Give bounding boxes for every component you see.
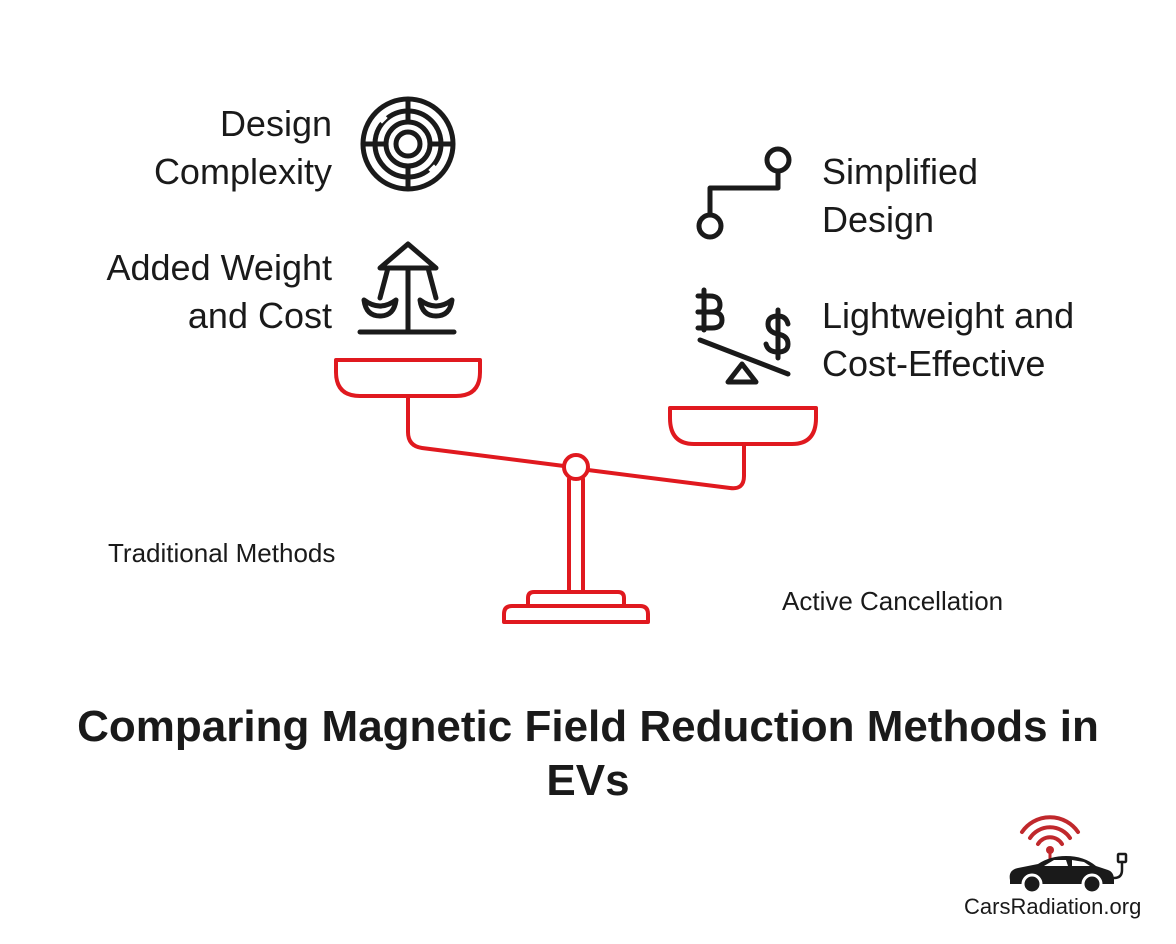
right-item-1-line1: Simplified xyxy=(822,151,979,192)
diagram-title: Comparing Magnetic Field Reduction Metho… xyxy=(0,700,1176,808)
left-item-1-line2: Complexity xyxy=(153,151,332,192)
title-line2: EVs xyxy=(546,756,630,805)
left-item-2-line1: Added Weight xyxy=(106,247,333,288)
balance-scale xyxy=(334,358,818,624)
car-radiation-logo-icon xyxy=(1009,815,1128,895)
left-pan-rope xyxy=(406,394,566,468)
right-item-lightweight-cost-effective: Lightweight and Cost-Effective xyxy=(822,292,1074,388)
left-item-2-line2: and Cost xyxy=(187,295,332,336)
right-pan xyxy=(668,406,818,446)
path-icon xyxy=(696,146,792,240)
right-pan-rope xyxy=(586,442,746,491)
left-item-added-weight-cost: Added Weight and Cost xyxy=(107,244,333,340)
group-label-active: Active Cancellation xyxy=(782,586,1004,616)
right-item-2-line1: Lightweight and xyxy=(822,295,1075,336)
left-item-1-line1: Design xyxy=(219,103,332,144)
right-item-2-line2: Cost-Effective xyxy=(822,343,1046,384)
swing-ride-icon xyxy=(357,241,457,335)
brand-name: CarsRadiation.org xyxy=(964,894,1142,919)
right-item-1-line2: Design xyxy=(822,199,935,240)
maze-icon xyxy=(360,96,456,192)
left-pan xyxy=(334,358,482,398)
left-item-design-complexity: Design Complexity xyxy=(154,100,332,196)
pillar xyxy=(567,477,585,594)
right-item-simplified-design: Simplified Design xyxy=(822,148,978,244)
seesaw-currency-icon xyxy=(695,287,791,385)
base-top xyxy=(526,590,626,608)
pivot xyxy=(562,453,590,481)
title-line1: Comparing Magnetic Field Reduction Metho… xyxy=(77,702,1099,751)
base-bottom xyxy=(502,604,650,624)
group-label-traditional: Traditional Methods xyxy=(108,538,336,568)
